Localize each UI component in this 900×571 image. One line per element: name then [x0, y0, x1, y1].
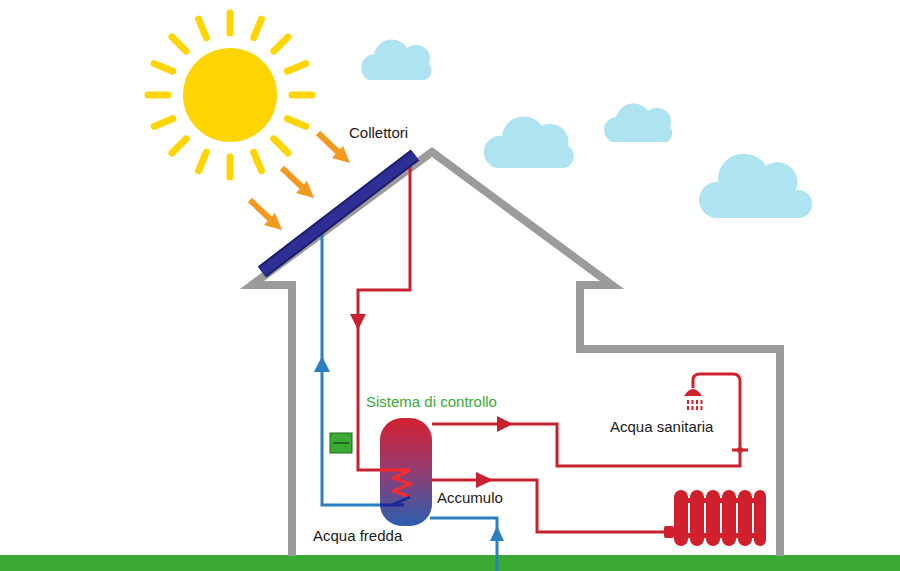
cloud [361, 39, 812, 218]
control-label: Sistema di controllo [366, 393, 497, 410]
sun [148, 13, 312, 177]
shower-shape [605, 372, 765, 458]
node-label: Acqua sanitaria [610, 418, 713, 435]
solar-collector-shape [255, 122, 423, 277]
radiator [664, 490, 766, 546]
solar-collector: Collettori [255, 122, 423, 277]
control-unit [330, 433, 352, 453]
cold-water-pipe [430, 518, 504, 571]
node-label: Collettori [349, 124, 408, 141]
ground [0, 555, 900, 571]
house-outline [252, 152, 780, 556]
storage-tank: Accumulo [380, 418, 432, 526]
cold-water-label: Acqua fredda [313, 527, 402, 544]
pipe-connector [314, 228, 380, 505]
heating-pipe [432, 472, 672, 532]
pipe-connector [432, 416, 740, 466]
storage-tank-shape [380, 418, 432, 526]
node-label: Accumulo [437, 489, 503, 506]
shower: Acqua sanitaria [605, 372, 765, 458]
